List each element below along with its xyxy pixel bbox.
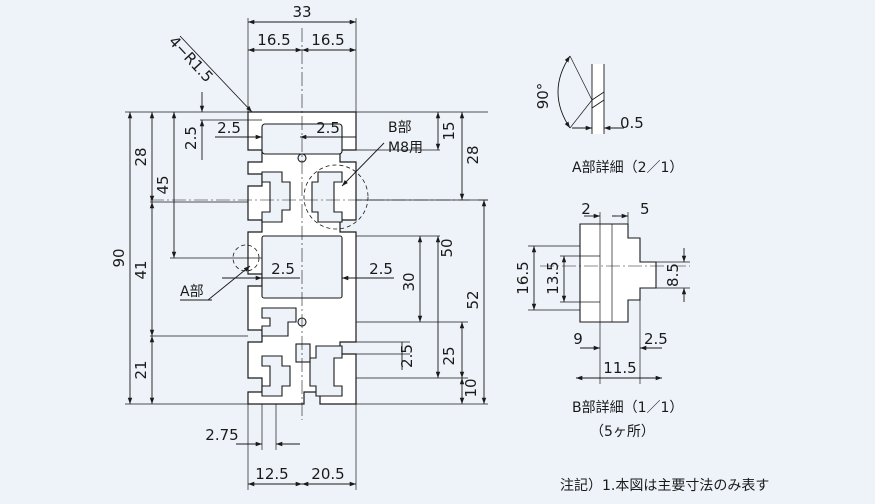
dim-right-10: 10	[462, 378, 480, 397]
dim-right-50: 50	[438, 238, 456, 257]
detail-b: 2 5 16.5 13.5 8.5 9 2.5 11.5 B部詳細（1／1） （…	[514, 200, 690, 440]
dim-left-total: 90	[110, 248, 128, 267]
b-part-label: B部	[388, 120, 412, 136]
dim-slot-depth: 2.5	[182, 126, 200, 150]
top-dimensions: 33 16.5 16.5 4−R1.5	[165, 3, 357, 113]
dim-left-41: 41	[132, 260, 150, 279]
detail-b-dim-8-5: 8.5	[664, 263, 682, 287]
drawing-note: 注記）1.本図は主要寸法のみ表す	[560, 477, 769, 494]
center-web-slot	[295, 343, 311, 363]
callouts: B部 M8用 A部	[180, 120, 423, 301]
dim-right-52: 52	[464, 290, 482, 309]
detail-b-dim-2-5: 2.5	[644, 330, 668, 348]
detail-a-caption: A部詳細（2／1）	[572, 160, 683, 176]
dim-left-28: 28	[132, 147, 150, 166]
left-dimensions: 90 28 45 41 21 2.5 2.5 2.5	[110, 92, 356, 405]
dim-right-28: 28	[464, 145, 482, 164]
detail-b-dim-2: 2	[581, 200, 591, 218]
dim-inner-right: 2.5	[316, 119, 340, 137]
detail-b-body	[579, 223, 657, 323]
detail-b-dim-9: 9	[573, 330, 583, 348]
right-dimensions: 15 28 50 52 30 25 10 2.5	[356, 111, 488, 405]
dim-radius: 4−R1.5	[165, 32, 217, 86]
upper-left-core	[261, 171, 291, 223]
b-part-note: M8用	[388, 140, 423, 156]
detail-a: 90° 0.5 A部詳細（2／1）	[534, 55, 683, 176]
detail-b-dim-11-5: 11.5	[603, 359, 636, 377]
a-part-label: A部	[180, 284, 204, 300]
b-part-circle	[303, 164, 369, 230]
dim-left-21: 21	[132, 360, 150, 379]
detail-a-gap: 0.5	[620, 114, 644, 132]
middle-dimensions: 2.5 2.5	[222, 260, 394, 281]
dim-bottom-2-75: 2.75	[205, 426, 238, 444]
lower-left-core	[261, 307, 297, 337]
dim-bottom-12-5: 12.5	[255, 465, 288, 483]
detail-b-caption: B部詳細（1／1）	[572, 400, 683, 416]
dim-right-25: 25	[440, 346, 458, 365]
dim-mid-left: 2.5	[271, 260, 295, 278]
detail-b-dim-13-5: 13.5	[544, 261, 562, 294]
dim-right-30: 30	[400, 272, 418, 291]
dim-mid-right: 2.5	[369, 260, 393, 278]
bottom-left-core	[261, 355, 291, 397]
dim-bottom-20-5: 20.5	[311, 465, 344, 483]
detail-a-angle: 90°	[534, 83, 552, 110]
detail-b-dim-16-5: 16.5	[514, 261, 532, 294]
dim-right-2-5: 2.5	[398, 344, 416, 368]
dim-top-right: 16.5	[311, 31, 344, 49]
detail-a-body	[592, 64, 604, 134]
dim-left-45: 45	[154, 175, 172, 194]
detail-b-dim-5: 5	[640, 200, 650, 218]
dim-top-total: 33	[292, 3, 311, 21]
dim-right-15: 15	[440, 121, 458, 140]
detail-b-subcaption: （5ヶ所）	[590, 424, 655, 440]
dim-top-left: 16.5	[257, 31, 290, 49]
dim-inner-left: 2.5	[217, 119, 241, 137]
bottom-dimensions: 2.75 12.5 20.5	[205, 404, 357, 490]
